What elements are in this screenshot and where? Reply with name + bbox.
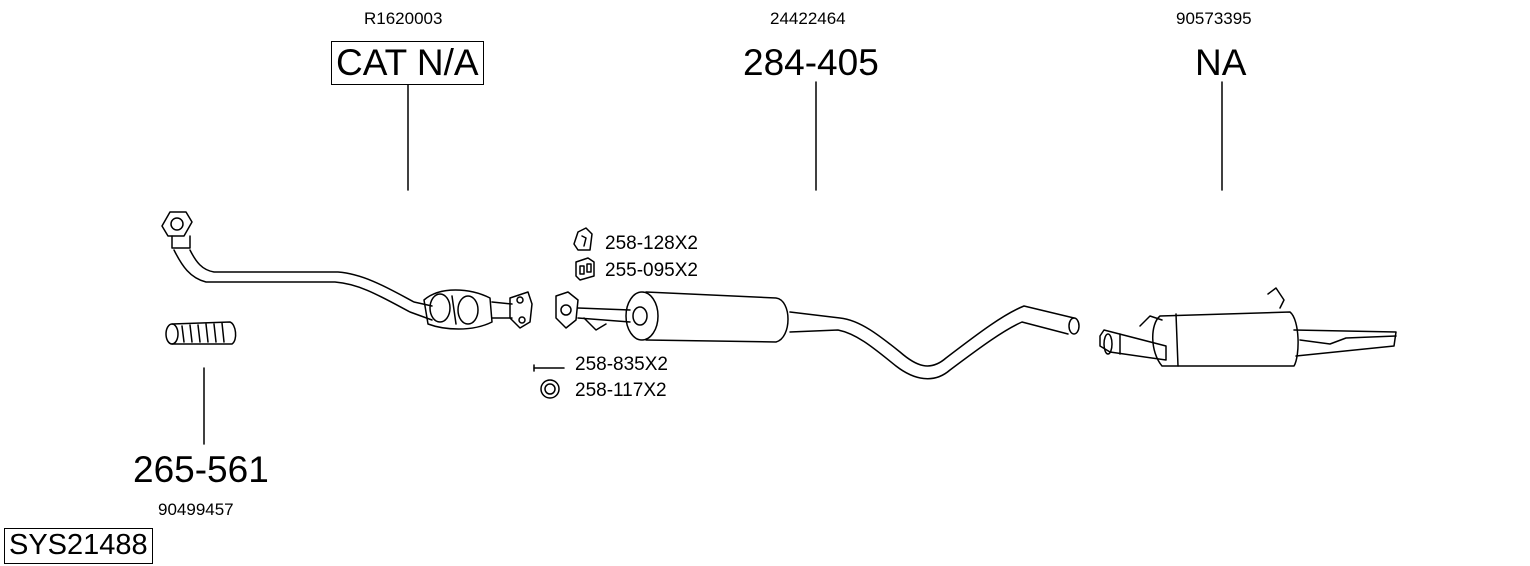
oem-number-na: 90573395 [1176,9,1252,28]
part-number-na[interactable]: NA [1195,42,1247,83]
accessory-label-255-095[interactable]: 255-095X2 [605,260,698,281]
system-code: SYS21488 [4,528,153,564]
oem-number-265-561: 90499457 [158,500,234,519]
front-pipe-with-catalyst [161,211,533,330]
part-number-265-561[interactable]: 265-561 [133,449,269,490]
bolt-icon [533,364,565,372]
flexible-pipe-drawing [165,321,237,345]
accessory-label-258-128[interactable]: 258-128X2 [605,233,698,254]
part-number-cat[interactable]: CAT N/A [331,41,484,85]
part-number-284-405[interactable]: 284-405 [743,42,879,83]
rubber-hanger-icon [573,227,593,251]
ring-gasket-icon [540,379,560,399]
rear-silencer-drawing [1099,287,1397,367]
mounting-block-icon [575,257,595,281]
middle-silencer-drawing [555,291,1080,380]
oem-number-284-405: 24422464 [770,9,846,28]
accessory-label-258-835[interactable]: 258-835X2 [575,354,668,375]
accessory-label-258-117[interactable]: 258-117X2 [575,380,667,401]
oem-number-cat: R1620003 [364,9,443,28]
